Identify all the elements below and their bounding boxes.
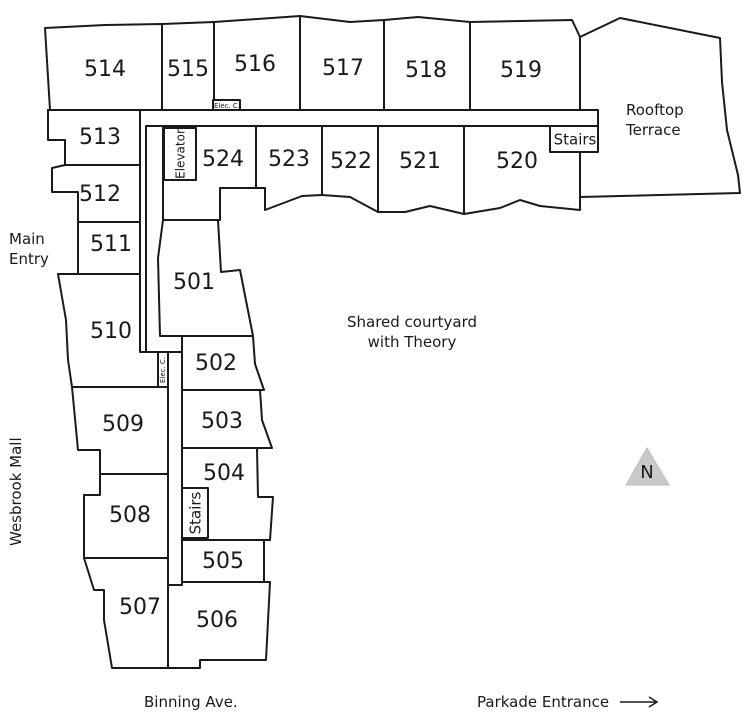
unit-522-label: 522 — [330, 149, 372, 174]
unit-512-label: 512 — [79, 182, 121, 207]
elec-closet-west-label: Elec. C. — [159, 357, 167, 383]
elec-closet-west — [157, 351, 169, 388]
unit-518-label: 518 — [405, 58, 447, 83]
main-entry-label-1: Main — [9, 230, 45, 248]
unit-504-label: 504 — [203, 461, 245, 486]
unit-517-label: 517 — [322, 56, 364, 81]
unit-512[interactable] — [51, 164, 141, 223]
binning-ave-label: Binning Ave. — [144, 693, 238, 711]
courtyard-label-2: with Theory — [368, 333, 457, 351]
courtyard-label-1: Shared courtyard — [347, 313, 477, 331]
unit-521-label: 521 — [399, 149, 441, 174]
elec-closet-north — [212, 99, 241, 111]
unit-502[interactable] — [181, 335, 265, 391]
unit-505[interactable] — [181, 539, 265, 583]
rooftop-terrace-label-2: Terrace — [625, 121, 681, 139]
parkade-entrance-label: Parkade Entrance — [477, 693, 609, 711]
unit-519-label: 519 — [500, 58, 542, 83]
unit-507[interactable] — [83, 557, 169, 669]
unit-506-label: 506 — [196, 608, 238, 633]
main-entry-label-2: Entry — [9, 250, 49, 268]
unit-501[interactable] — [157, 219, 254, 337]
unit-501-label: 501 — [173, 270, 215, 295]
unit-514-label: 514 — [84, 57, 126, 82]
unit-520-label: 520 — [496, 149, 538, 174]
stairs-north — [549, 125, 599, 153]
elevator — [163, 127, 197, 181]
wesbrook-mall-label: Wesbrook Mall — [7, 437, 25, 546]
elec-closet-north-label: Elec. C. — [214, 102, 240, 110]
unit-505-label: 505 — [202, 549, 244, 574]
unit-523-label: 523 — [268, 147, 310, 172]
unit-502-label: 502 — [195, 351, 237, 376]
unit-522[interactable] — [321, 125, 379, 213]
elevator-label: Elevator — [174, 129, 188, 179]
unit-513-label: 513 — [79, 125, 121, 150]
north-label: N — [640, 462, 653, 483]
stairs-north-label: Stairs — [554, 131, 597, 149]
rooftop-terrace-label-1: Rooftop — [626, 101, 684, 119]
rooftop-terrace-area — [579, 17, 741, 198]
arrow-right-icon — [620, 696, 659, 708]
unit-509-label: 509 — [102, 412, 144, 437]
unit-503[interactable] — [181, 389, 273, 449]
unit-507-label: 507 — [119, 595, 161, 620]
north-arrow-icon: N — [625, 447, 670, 486]
unit-508-label: 508 — [109, 503, 151, 528]
unit-524-label: 524 — [202, 147, 244, 172]
unit-511-label: 511 — [90, 232, 132, 257]
unit-516-label: 516 — [234, 52, 276, 77]
unit-515-label: 515 — [167, 57, 209, 82]
stairs-west-label: Stairs — [187, 491, 205, 534]
stairs-west — [181, 487, 209, 539]
unit-506[interactable] — [167, 581, 271, 669]
unit-503-label: 503 — [201, 409, 243, 434]
unit-510-label: 510 — [90, 319, 132, 344]
unit-519[interactable] — [469, 19, 581, 111]
